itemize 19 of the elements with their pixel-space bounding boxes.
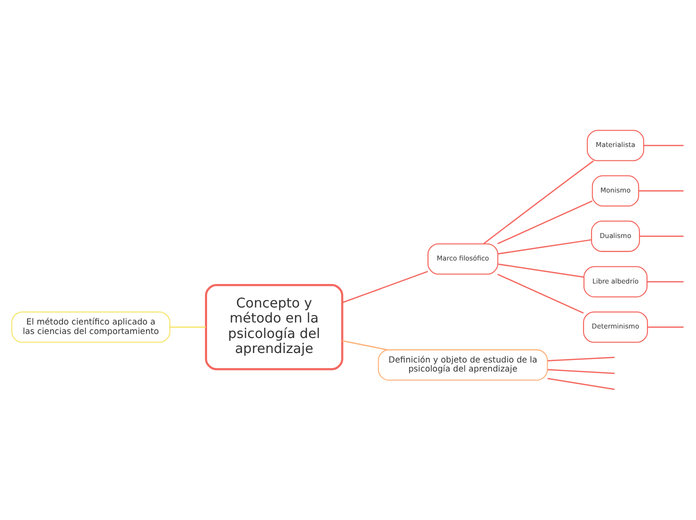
connector [342, 340, 388, 350]
node-box: Concepto y método en la psicología del aprendizaje [204, 284, 344, 370]
connector [342, 270, 428, 304]
connector [644, 144, 684, 146]
connector [548, 356, 615, 362]
connector [170, 326, 206, 328]
node-box: Definición y objeto de estudio de la psicología del aprendizaje [378, 349, 548, 381]
connector [547, 378, 615, 390]
connector [498, 264, 584, 278]
connector [648, 326, 684, 328]
connector [483, 160, 594, 244]
connector [498, 239, 592, 254]
connector [497, 274, 584, 314]
connector [639, 236, 684, 237]
connector [497, 200, 593, 244]
connector [638, 190, 684, 192]
node-box: El método científico aplicado a las ciencias del comportamiento [11, 311, 170, 343]
connector [548, 369, 615, 374]
connector [647, 281, 684, 282]
